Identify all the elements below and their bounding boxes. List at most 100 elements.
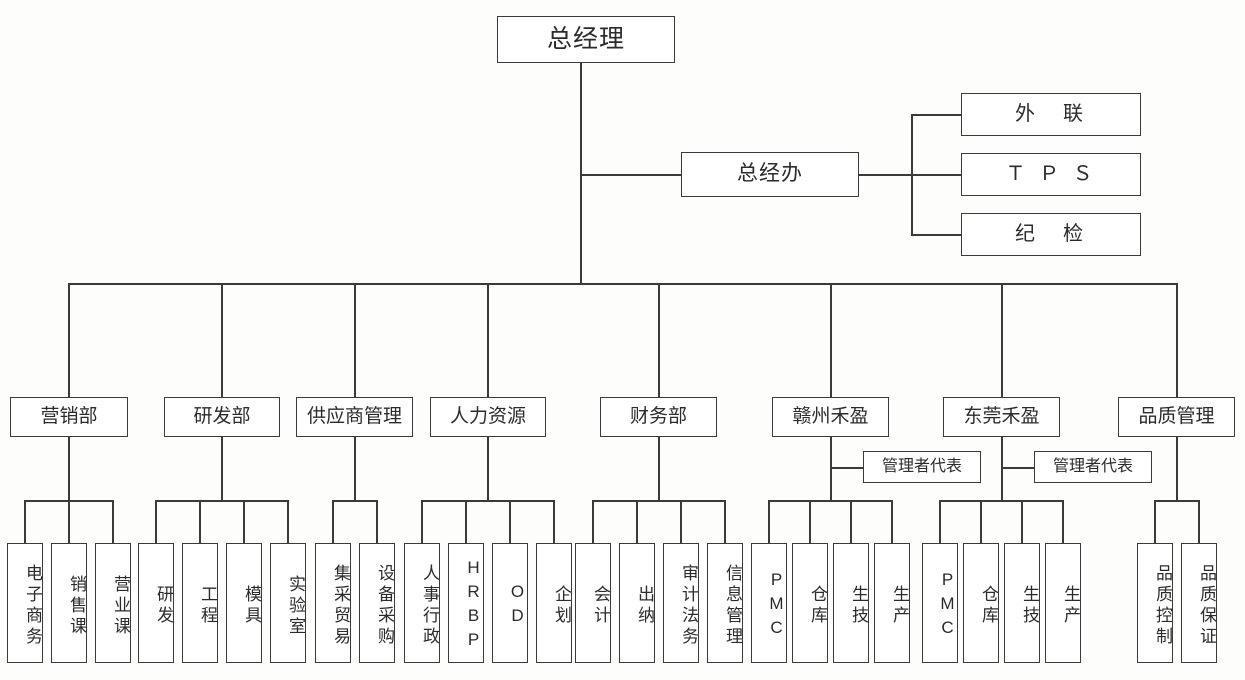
connector-dept-1-child-1 bbox=[199, 500, 201, 543]
connector-dept-3-drop bbox=[487, 437, 489, 500]
connector-dept-6-child-0 bbox=[939, 500, 941, 543]
node-leaf-mold[interactable]: 模具 bbox=[226, 543, 262, 663]
connector-dept-4-child-0 bbox=[592, 500, 594, 543]
node-label: 仓库 bbox=[979, 585, 998, 627]
node-label: 模具 bbox=[242, 585, 261, 627]
node-label: 生技 bbox=[849, 585, 868, 627]
connector-dept-1-child-2 bbox=[243, 500, 245, 543]
node-label: 品质管理 bbox=[1138, 405, 1215, 427]
node-leaf-warehouse-ganzhou[interactable]: 仓库 bbox=[792, 543, 828, 663]
connector-bus-to-dept-6 bbox=[1001, 283, 1003, 397]
connector-gm-office-child-0 bbox=[911, 114, 961, 116]
node-label: 电子商务 bbox=[23, 564, 42, 648]
connector-dept-5-spread bbox=[768, 500, 892, 502]
connector-gm-office-child-2 bbox=[911, 234, 961, 236]
node-leaf-laboratory[interactable]: 实验室 bbox=[270, 543, 306, 663]
node-label: 供应商管理 bbox=[306, 405, 402, 427]
node-label: 出纳 bbox=[635, 585, 654, 627]
node-general-manager[interactable]: 总经理 bbox=[497, 16, 675, 63]
node-department-rnd[interactable]: 研发部 bbox=[164, 397, 280, 437]
connector-dept-4-child-3 bbox=[724, 500, 726, 543]
node-leaf-information-management[interactable]: 信息管理 bbox=[707, 543, 743, 663]
connector-dept-6-child-1 bbox=[980, 500, 982, 543]
node-department-marketing[interactable]: 营销部 bbox=[10, 397, 128, 437]
connector-dept-2-child-1 bbox=[376, 500, 378, 543]
node-label: 外 联 bbox=[1015, 102, 1087, 125]
node-label: 会计 bbox=[591, 585, 610, 627]
connector-dept-5-child-1 bbox=[809, 500, 811, 543]
connector-dept-3-child-0 bbox=[421, 500, 423, 543]
node-department-human-resources[interactable]: 人力资源 bbox=[430, 397, 546, 437]
node-department-supplier-management[interactable]: 供应商管理 bbox=[296, 397, 413, 437]
node-label: 总经理 bbox=[546, 24, 625, 53]
node-leaf-pmc-ganzhou[interactable]: PMC bbox=[751, 543, 787, 663]
node-leaf-business-section[interactable]: 营业课 bbox=[95, 543, 131, 663]
node-label: 销售课 bbox=[67, 574, 86, 638]
node-leaf-personnel-administration[interactable]: 人事行政 bbox=[404, 543, 440, 663]
connector-dept-6-spread bbox=[939, 500, 1063, 502]
connector-bus-to-dept-2 bbox=[354, 283, 356, 397]
node-leaf-ecommerce[interactable]: 电子商务 bbox=[7, 543, 43, 663]
node-leaf-research-development[interactable]: 研发 bbox=[138, 543, 174, 663]
node-leaf-planning[interactable]: 企划 bbox=[536, 543, 572, 663]
connector-dept-2-child-0 bbox=[332, 500, 334, 543]
node-leaf-production-ganzhou[interactable]: 生产 bbox=[874, 543, 910, 663]
node-leaf-production-technology-dongguan[interactable]: 生技 bbox=[1004, 543, 1040, 663]
node-label: 研发 bbox=[154, 585, 173, 627]
node-leaf-engineering[interactable]: 工程 bbox=[182, 543, 218, 663]
connector-dept-2-drop bbox=[354, 437, 356, 500]
node-leaf-pmc-dongguan[interactable]: PMC bbox=[922, 543, 958, 663]
node-leaf-audit-legal[interactable]: 审计法务 bbox=[663, 543, 699, 663]
node-leaf-accounting[interactable]: 会计 bbox=[575, 543, 611, 663]
connector-dept-1-spread bbox=[155, 500, 288, 502]
node-leaf-equipment-purchasing[interactable]: 设备采购 bbox=[359, 543, 395, 663]
node-external-relations[interactable]: 外 联 bbox=[961, 93, 1141, 136]
node-management-representative-dongguan[interactable]: 管理者代表 bbox=[1034, 451, 1152, 483]
connector-dept-3-spread bbox=[421, 500, 554, 502]
node-leaf-sales-section[interactable]: 销售课 bbox=[51, 543, 87, 663]
connector-dept-7-spread bbox=[1154, 500, 1199, 502]
node-tps[interactable]: Ｔ Ｐ Ｓ bbox=[961, 153, 1141, 196]
node-leaf-warehouse-dongguan[interactable]: 仓库 bbox=[963, 543, 999, 663]
node-leaf-production-dongguan[interactable]: 生产 bbox=[1045, 543, 1081, 663]
connector-dept-7-drop bbox=[1176, 437, 1178, 500]
connector-dept-3-child-2 bbox=[509, 500, 511, 543]
connector-dept-6-drop bbox=[1001, 437, 1003, 500]
connector-dept-3-child-1 bbox=[465, 500, 467, 543]
node-leaf-cashier[interactable]: 出纳 bbox=[619, 543, 655, 663]
node-label: 仓库 bbox=[808, 585, 827, 627]
node-leaf-production-technology-ganzhou[interactable]: 生技 bbox=[833, 543, 869, 663]
node-department-finance[interactable]: 财务部 bbox=[600, 397, 717, 437]
node-label: 东莞禾盈 bbox=[963, 405, 1040, 427]
node-label: 研发部 bbox=[193, 405, 251, 427]
node-label: PMC bbox=[767, 570, 786, 642]
connector-dept-4-child-2 bbox=[680, 500, 682, 543]
node-label: 生产 bbox=[1061, 585, 1080, 627]
connector-dept-7-child-1 bbox=[1198, 500, 1200, 543]
node-leaf-group-purchasing-trade[interactable]: 集采贸易 bbox=[315, 543, 351, 663]
connector-dept-0-drop bbox=[68, 437, 70, 500]
node-leaf-quality-control[interactable]: 品质控制 bbox=[1137, 543, 1173, 663]
node-label: PMC bbox=[938, 570, 957, 642]
node-management-representative-ganzhou[interactable]: 管理者代表 bbox=[863, 451, 981, 483]
node-label: OD bbox=[508, 582, 527, 630]
node-label: 管理者代表 bbox=[1052, 457, 1133, 475]
node-department-quality-management[interactable]: 品质管理 bbox=[1118, 397, 1235, 437]
node-label: 品质保证 bbox=[1197, 564, 1216, 648]
node-label: 管理者代表 bbox=[881, 457, 962, 475]
connector-dept-5-to-representative bbox=[830, 467, 863, 469]
node-label: 生产 bbox=[890, 585, 909, 627]
node-leaf-od[interactable]: OD bbox=[492, 543, 528, 663]
node-gm-office[interactable]: 总经办 bbox=[681, 152, 859, 197]
node-label: 人事行政 bbox=[420, 564, 439, 648]
node-leaf-quality-assurance[interactable]: 品质保证 bbox=[1181, 543, 1217, 663]
connector-dept-0-child-2 bbox=[112, 500, 114, 543]
node-discipline-inspection[interactable]: 纪 检 bbox=[961, 213, 1141, 256]
connector-dept-4-drop bbox=[658, 437, 660, 500]
connector-bus-to-dept-4 bbox=[658, 283, 660, 397]
node-department-dongguan-heying[interactable]: 东莞禾盈 bbox=[943, 397, 1060, 437]
connector-gm-office-stub bbox=[859, 174, 912, 176]
node-leaf-hrbp[interactable]: HRBP bbox=[448, 543, 484, 663]
node-department-ganzhou-heying[interactable]: 赣州禾盈 bbox=[772, 397, 889, 437]
